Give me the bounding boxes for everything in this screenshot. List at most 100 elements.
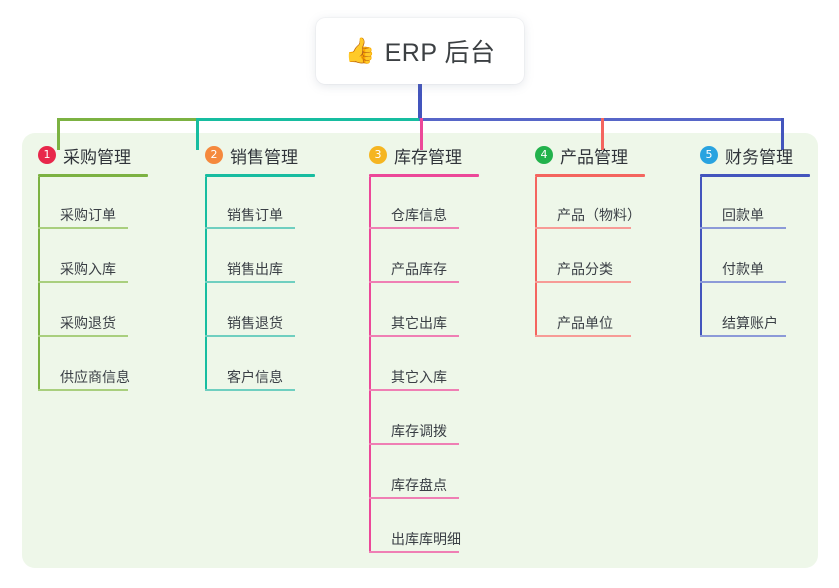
leaf-rule <box>535 335 631 337</box>
branch-title-product: 产品管理 <box>560 147 628 167</box>
leaf-label: 库存调拨 <box>391 423 447 439</box>
leaf-item[interactable]: 产品库存 <box>369 229 479 283</box>
branch-header-rule-finance <box>700 174 810 177</box>
branch-column-inventory: 3 库存管理仓库信息产品库存其它出库其它入库库存调拨库存盘点出库库明细 <box>369 142 479 553</box>
leaf-item[interactable]: 销售出库 <box>205 229 315 283</box>
connector-stub-product <box>601 118 604 150</box>
connector-stub-purchase <box>57 118 60 150</box>
leaf-rule <box>38 281 128 283</box>
leaf-rule <box>700 227 786 229</box>
leaf-label: 其它出库 <box>391 315 447 331</box>
leaf-label: 产品库存 <box>391 261 447 277</box>
leaf-rule <box>369 227 459 229</box>
leaf-rule <box>369 335 459 337</box>
branch-header-rule-inventory <box>369 174 479 177</box>
leaf-item[interactable]: 客户信息 <box>205 337 315 391</box>
leaf-rule <box>369 443 459 445</box>
root-title: ERP 后台 <box>384 39 496 67</box>
branch-title-finance: 财务管理 <box>725 147 793 167</box>
leaf-rule <box>535 227 631 229</box>
leaf-label: 客户信息 <box>227 369 283 385</box>
branch-header-purchase[interactable]: 1 采购管理 <box>38 142 148 168</box>
branch-title-purchase: 采购管理 <box>63 147 131 167</box>
connector-stub-inventory <box>420 118 423 150</box>
leaf-spine-inventory <box>369 177 371 553</box>
leaf-spine-product <box>535 177 537 337</box>
leaf-rule <box>369 389 459 391</box>
branches-panel <box>22 133 818 568</box>
leaf-label: 结算账户 <box>722 315 778 331</box>
leaf-rule <box>205 281 295 283</box>
leaf-item[interactable]: 供应商信息 <box>38 337 148 391</box>
leaf-list-sales: 销售订单销售出库销售退货客户信息 <box>205 177 315 391</box>
leaf-item[interactable]: 付款单 <box>700 229 810 283</box>
connector-stub-finance <box>781 118 784 150</box>
leaf-label: 产品单位 <box>557 315 613 331</box>
leaf-item[interactable]: 产品单位 <box>535 283 645 337</box>
leaf-label: 采购入库 <box>60 261 116 277</box>
leaf-item[interactable]: 采购订单 <box>38 177 148 229</box>
branch-header-inventory[interactable]: 3 库存管理 <box>369 142 479 168</box>
connector-bus-green <box>57 118 197 121</box>
leaf-item[interactable]: 出库库明细 <box>369 499 479 553</box>
leaf-label: 付款单 <box>722 261 764 277</box>
leaf-rule <box>38 389 128 391</box>
leaf-label: 采购订单 <box>60 207 116 223</box>
leaf-label: 回款单 <box>722 207 764 223</box>
leaf-rule <box>205 227 295 229</box>
connector-trunk <box>418 82 422 121</box>
leaf-item[interactable]: 采购退货 <box>38 283 148 337</box>
connector-stub-sales <box>196 118 199 150</box>
leaf-label: 库存盘点 <box>391 477 447 493</box>
leaf-item[interactable]: 其它出库 <box>369 283 479 337</box>
branch-number-badge-purchase: 1 <box>38 146 56 164</box>
leaf-item[interactable]: 采购入库 <box>38 229 148 283</box>
branch-header-rule-sales <box>205 174 315 177</box>
leaf-list-product: 产品（物料） 产品分类产品单位 <box>535 177 645 337</box>
leaf-rule <box>535 281 631 283</box>
branch-header-rule-purchase <box>38 174 148 177</box>
connector-bus-teal <box>196 118 420 121</box>
leaf-label: 出库库明细 <box>391 531 461 547</box>
leaf-label: 销售订单 <box>227 207 283 223</box>
leaf-spine-sales <box>205 177 207 391</box>
leaf-rule <box>369 497 459 499</box>
leaf-label: 仓库信息 <box>391 207 447 223</box>
leaf-item[interactable]: 产品（物料） <box>535 177 645 229</box>
leaf-item[interactable]: 回款单 <box>700 177 810 229</box>
thumbs-up-icon: 👍 <box>344 36 376 65</box>
leaf-item[interactable]: 销售订单 <box>205 177 315 229</box>
leaf-item[interactable]: 库存调拨 <box>369 391 479 445</box>
leaf-label: 销售退货 <box>227 315 283 331</box>
leaf-spine-purchase <box>38 177 40 391</box>
branch-header-finance[interactable]: 5 财务管理 <box>700 142 810 168</box>
branch-title-inventory: 库存管理 <box>394 147 462 167</box>
leaf-label: 销售出库 <box>227 261 283 277</box>
root-node[interactable]: 👍 ERP 后台 <box>316 18 524 84</box>
leaf-item[interactable]: 销售退货 <box>205 283 315 337</box>
leaf-label: 供应商信息 <box>60 369 130 385</box>
branch-header-rule-product <box>535 174 645 177</box>
leaf-rule <box>205 389 295 391</box>
leaf-item[interactable]: 结算账户 <box>700 283 810 337</box>
branch-number-badge-sales: 2 <box>205 146 223 164</box>
leaf-spine-finance <box>700 177 702 337</box>
leaf-item[interactable]: 其它入库 <box>369 337 479 391</box>
leaf-label: 产品分类 <box>557 261 613 277</box>
branch-number-badge-finance: 5 <box>700 146 718 164</box>
leaf-item[interactable]: 库存盘点 <box>369 445 479 499</box>
leaf-rule <box>700 335 786 337</box>
leaf-rule <box>205 335 295 337</box>
leaf-item[interactable]: 产品分类 <box>535 229 645 283</box>
branch-number-badge-inventory: 3 <box>369 146 387 164</box>
leaf-rule <box>369 551 459 553</box>
leaf-rule <box>369 281 459 283</box>
branch-column-purchase: 1 采购管理采购订单采购入库采购退货供应商信息 <box>38 142 148 391</box>
leaf-item[interactable]: 仓库信息 <box>369 177 479 229</box>
branch-column-finance: 5 财务管理回款单付款单结算账户 <box>700 142 810 337</box>
